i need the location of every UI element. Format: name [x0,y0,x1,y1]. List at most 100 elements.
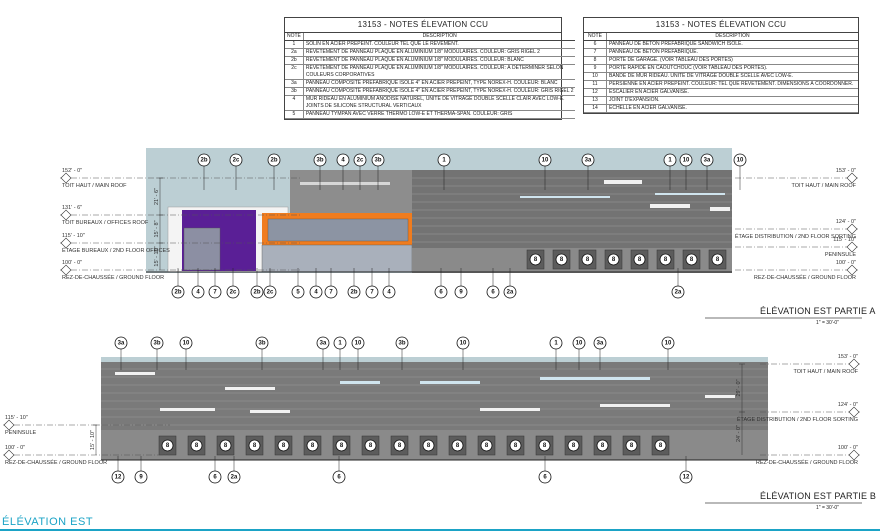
tag-label: 3a [585,157,592,163]
note-description: PORTE DE GARAGE. (VOIR TABLEAU DES PORTE… [606,56,858,65]
tag-label: 2b [174,289,181,295]
note-tag: 8 [248,439,261,452]
level-name: REZ-DE-CHAUSSÉE / GROUND FLOOR [754,274,856,281]
tag-circle [291,285,305,299]
note-description: MUR RIDEAU EN ALUMINIUM ANODISÉ NATUREL,… [303,95,576,111]
note-tag: 8 [219,439,232,452]
tag-circle [679,470,693,484]
tag-label: 1 [338,340,342,346]
note-tag: 3b [395,336,409,350]
level-marker [60,209,72,221]
tag-label: 8 [638,257,642,263]
note-description: PANNEAU TYMPAN AVEC VERRE THERMO LOW-E E… [303,110,576,119]
tag-label: 3b [398,340,405,346]
level-marker [848,358,860,370]
tag-label: 10 [737,157,744,163]
panel-band [705,395,735,398]
note-description: PANNEAU COMPOSITE PRÉFABRIQUE ISOLÉ 4" E… [303,79,576,88]
level-name: TOIT HAUT / MAIN ROOF [792,183,857,189]
tag-circle [229,153,243,167]
tag-label: 6 [491,289,495,295]
note-tag: 3a [114,336,128,350]
note-number: 3a [285,79,304,88]
tag-label: 8 [369,443,373,449]
note-tag: 10 [351,336,365,350]
note-number: 3b [285,87,304,96]
main-title-rule [0,529,880,531]
upper-warehouse-wall [290,170,412,213]
note-description: PORTE RAPIDE EN CAOUTCHOUC (VOIR TABLEAU… [606,64,858,73]
panel-band [655,193,725,195]
tag-label: 8 [398,443,402,449]
level-value: 124' - 0" [836,219,856,225]
tag-label: 10 [183,340,190,346]
note-tag: 2b [197,153,211,167]
precast-base [412,248,732,273]
note-tag: 8 [480,439,493,452]
tag-circle [226,285,240,299]
tag-circle [332,470,346,484]
note-tag: 8 [451,439,464,452]
panel-band [160,408,215,411]
level-value: 115' - 10" [833,237,856,243]
note-tag: 7 [208,285,222,299]
tag-label: 3a [320,340,327,346]
level-marker [848,406,860,418]
tag-circle [711,253,724,266]
note-tag: 3b [313,153,327,167]
tag-label: 2c [230,289,237,295]
note-tag: 10 [661,336,675,350]
level-name: TOIT BUREAUX / OFFICES ROOF [62,220,149,226]
dimension-text: 24' - 0" [736,425,742,442]
tag-label: 10 [665,340,672,346]
tag-circle [437,153,451,167]
dimension-text: 15' - 8" [154,220,160,237]
note-tag: 2c [229,153,243,167]
elevation-a-scale: 1" = 30'-0" [816,320,839,326]
note-number: 11 [584,80,607,89]
tag-label: 2b [270,157,277,163]
tag-circle [150,336,164,350]
note-number: 5 [285,110,304,119]
tag-circle [347,285,361,299]
tag-circle [434,285,448,299]
tag-circle [316,336,330,350]
note-number: 12 [584,88,607,97]
tag-label: 1 [442,157,446,163]
tag-label: 1 [668,157,672,163]
note-tag: 2b [267,153,281,167]
tag-circle [267,153,281,167]
tag-label: 4 [196,289,200,295]
tag-circle [572,336,586,350]
panel-band [650,204,690,208]
tag-label: 8 [311,443,315,449]
tag-label: 8 [514,443,518,449]
tag-label: 2b [253,289,260,295]
note-tag: 3a [581,153,595,167]
panel-band [710,207,730,211]
note-number: 14 [584,104,607,113]
tag-circle [607,253,620,266]
tag-label: 8 [456,443,460,449]
tag-circle [336,153,350,167]
note-tag: 10 [572,336,586,350]
note-tag: 2a [503,285,517,299]
level-name: TOIT HAUT / MAIN ROOF [62,183,127,189]
tag-circle [503,285,517,299]
tag-label: 10 [683,157,690,163]
tag-label: 3b [258,340,265,346]
level-marker [848,449,860,461]
note-number: 4 [285,95,304,111]
note-tag: 6 [208,470,222,484]
tag-circle [733,153,747,167]
notes-table-left: 13153 - NOTES ÉLEVATION CCU NOTE DESCRIP… [284,17,576,120]
tag-label: 8 [427,443,431,449]
